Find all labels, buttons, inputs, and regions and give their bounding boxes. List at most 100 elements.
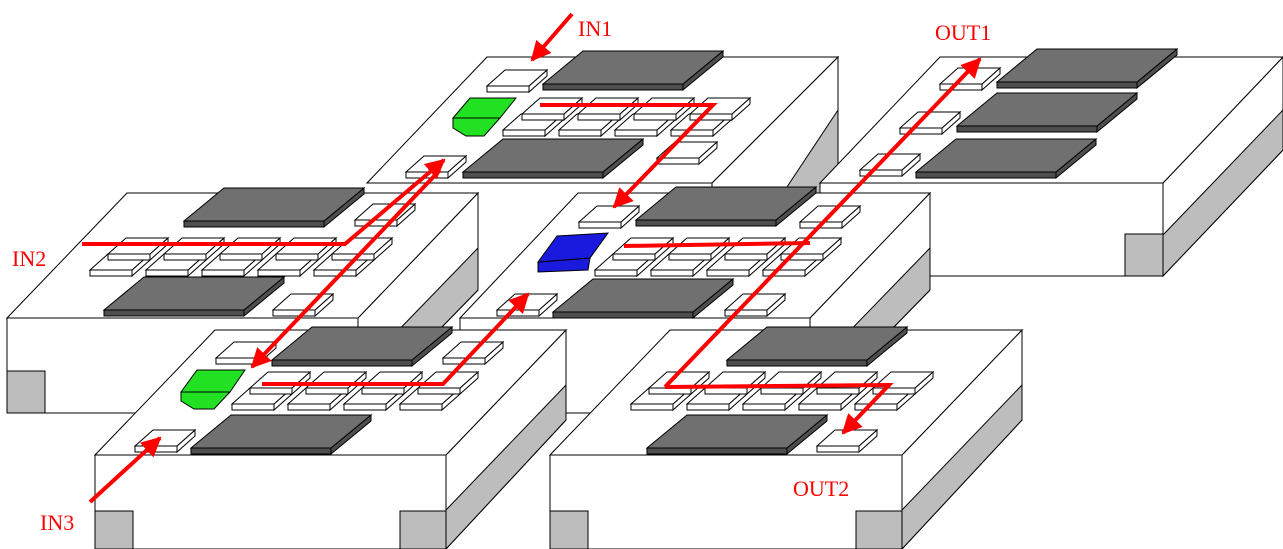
chip-top [461,138,645,173]
slot-front [724,253,768,261]
slot-front [633,113,677,121]
slot [593,252,657,278]
slot-front [816,387,860,395]
slot-front [668,253,712,261]
route-out1 [663,57,982,389]
slot [703,370,767,396]
slot-front [257,269,301,277]
blue-router-block-top [536,232,610,263]
chip [270,325,454,368]
chip [634,185,818,228]
chip-top [102,276,286,311]
slot-front [272,309,316,317]
chip-front [915,171,1057,179]
chip-top [995,48,1179,83]
slot-front [816,445,860,453]
slot-front [287,403,331,411]
slot-front [689,113,733,121]
slot-front [704,387,748,395]
route-out2 [664,382,894,435]
chip-top [955,92,1139,127]
chip-front [103,309,245,317]
board-bottom-left-foot-0 [94,510,134,549]
chip-front [996,81,1138,89]
chip [189,413,373,456]
slot-front [630,403,674,411]
slot-front [558,129,602,137]
chip-top [270,326,454,361]
chip-front [542,83,684,91]
chip [645,413,829,456]
board-bottom-right-foot-1 [855,510,903,549]
slot-front [215,357,259,365]
out2-label: OUT2 [793,476,850,501]
slot-front [594,269,638,277]
in1-label: IN1 [578,16,613,41]
chip [461,137,645,180]
slot [485,68,549,94]
slot-front [107,253,151,261]
board-bottom-left-front [94,454,447,549]
chip [995,47,1179,90]
slot [815,428,879,454]
slot-front [486,85,530,93]
route-in1-entry [530,12,574,62]
slot-front [762,269,806,277]
slot-front [305,387,349,395]
slot-front [614,129,658,137]
chip-top [182,187,366,222]
chip [102,275,286,318]
in2-label: IN2 [12,246,47,271]
slot-front [231,403,275,411]
chip-front [646,447,788,455]
slot-front [399,403,443,411]
route-in3 [262,292,530,386]
chip-front [183,220,325,228]
slot-top [485,69,549,87]
route-in1-to-center [540,103,718,209]
slot-front [496,309,540,317]
green-router-block-top-top [451,97,518,119]
chip-top [551,278,735,313]
slot-top [723,293,787,311]
slot-front [361,387,405,395]
board-bottom-left-foot-1 [399,510,447,549]
chip-front [462,171,604,179]
slot-front [275,253,319,261]
slot-front [854,403,898,411]
route-in3-entry [88,436,162,504]
slot-front [343,403,387,411]
slot [441,340,505,366]
board-bottom-right-front [549,454,903,549]
slot-front [612,253,656,261]
slot-front [578,221,622,229]
chip [182,186,366,229]
green-router-block-bottom-top [180,369,246,393]
chip-front [190,447,332,455]
slot-front [502,129,546,137]
slot-front [163,253,207,261]
slot-front [249,387,293,395]
chip [541,49,725,92]
slot-front [89,269,133,277]
blue-router-block [536,232,610,273]
route-in2-down [250,168,442,369]
board-mid-left-foot-0 [6,370,46,414]
board-top-right-foot-0 [1124,233,1164,277]
chip [725,325,909,368]
slot-front [145,269,189,277]
slot-front [798,403,842,411]
slot-front [686,403,730,411]
board-bottom-right-foot-0 [549,510,589,549]
chip [551,277,735,320]
slot-front [201,269,245,277]
slot [685,386,749,412]
slot-front [134,445,178,453]
slot-front [313,269,357,277]
chip-front [552,311,694,319]
chip-front [635,219,777,227]
slot-front [577,113,621,121]
green-router-block-top [451,97,518,137]
